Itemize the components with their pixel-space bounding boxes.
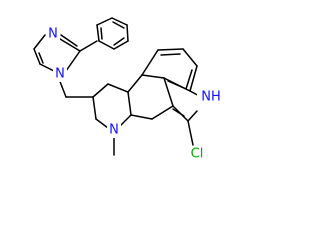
atom-label-n-imidazole-top: N <box>46 26 60 42</box>
benzo-ring <box>141 48 198 92</box>
atom-label-n-imidazole-substituted: N <box>53 66 67 82</box>
svg-text:N: N <box>48 27 58 42</box>
middle-ring <box>127 74 174 120</box>
chemical-structure-diagram: N N NH N Cl <box>33 17 225 162</box>
atom-label-chlorine: Cl <box>185 146 209 162</box>
svg-text:N: N <box>109 123 119 138</box>
piperidine-ring <box>92 83 132 129</box>
svg-text:N: N <box>55 67 65 82</box>
phenyl-ring <box>96 17 129 50</box>
svg-text:Cl: Cl <box>191 147 204 162</box>
phenyl-imidazole-bond <box>79 40 98 52</box>
atom-label-nh-indole: NH <box>197 89 225 105</box>
imidazole-ring <box>33 34 81 72</box>
atom-label-n-ring: N <box>107 122 121 138</box>
svg-text:NH: NH <box>201 90 221 105</box>
c-cl-bond <box>187 120 194 146</box>
